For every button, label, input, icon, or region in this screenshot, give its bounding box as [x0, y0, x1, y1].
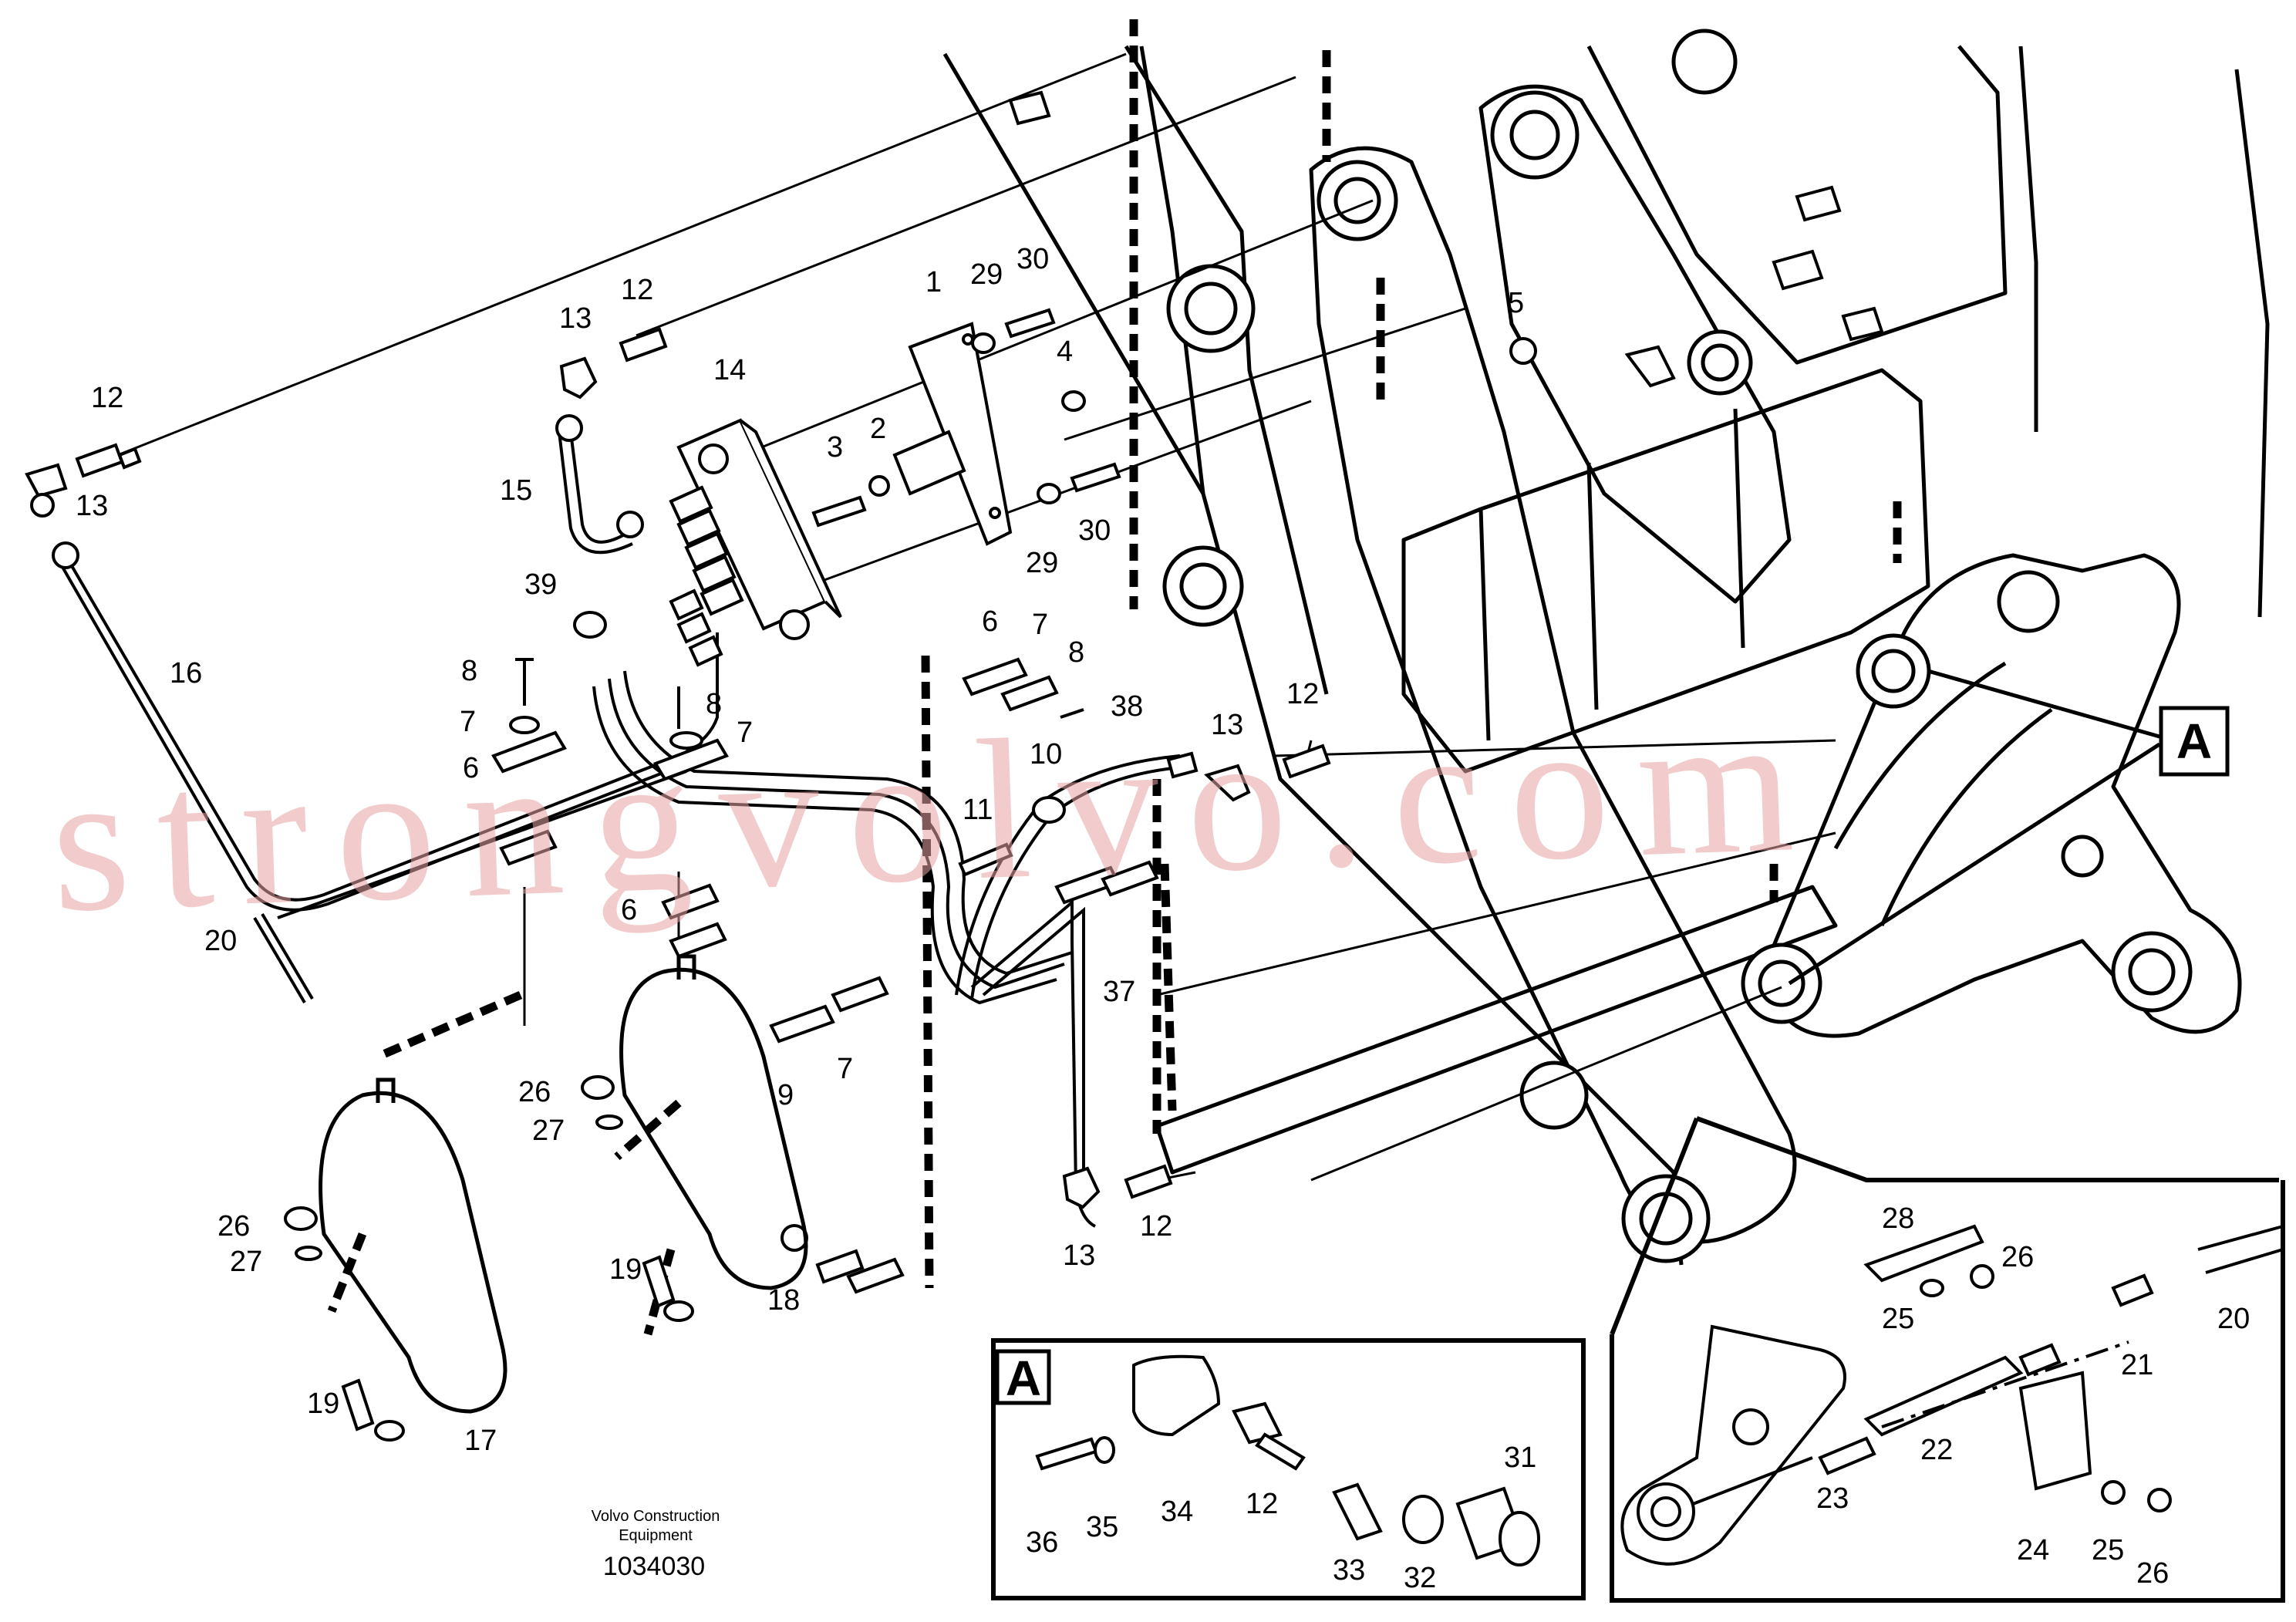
label-13: 13 — [76, 490, 108, 522]
pivot-bosses — [1162, 29, 2193, 1263]
label-36: 36 — [1026, 1526, 1058, 1559]
label-31: 31 — [1504, 1442, 1536, 1474]
loader-frame — [942, 45, 2270, 1266]
label-26: 26 — [2136, 1557, 2169, 1590]
brand-line-2: Equipment — [619, 1527, 693, 1544]
label-27: 27 — [230, 1246, 262, 1278]
label-8: 8 — [461, 655, 477, 687]
label-25: 25 — [2092, 1534, 2124, 1566]
label-4: 4 — [1057, 336, 1073, 368]
watermark-text: strongvolvo.com — [48, 670, 1825, 954]
label-12: 12 — [1140, 1210, 1172, 1243]
label-5: 5 — [1508, 287, 1524, 319]
label-34: 34 — [1161, 1496, 1193, 1528]
label-7: 7 — [837, 1053, 853, 1085]
part-labels: 12 13 12 13 14 15 16 20 39 1 29 30 4 3 2… — [76, 243, 2250, 1594]
label-22: 22 — [1920, 1434, 1953, 1466]
label-6: 6 — [982, 605, 998, 638]
label-20: 20 — [204, 925, 237, 957]
footer-brand: Volvo Construction Equipment 1034030 — [592, 1508, 720, 1581]
label-37: 37 — [1103, 976, 1135, 1008]
hex-slots — [1008, 90, 1884, 388]
callout-A-box — [2159, 706, 2230, 777]
label-26: 26 — [217, 1210, 250, 1243]
label-7: 7 — [1032, 609, 1048, 641]
label-7: 7 — [737, 717, 753, 749]
label-30: 30 — [1078, 514, 1111, 547]
label-23: 23 — [1816, 1482, 1849, 1515]
label-26: 26 — [2001, 1241, 2034, 1273]
label-13: 13 — [1211, 709, 1243, 741]
label-11: 11 — [963, 794, 993, 826]
label-29: 29 — [970, 258, 1003, 291]
label-25: 25 — [1882, 1303, 1914, 1335]
label-32: 32 — [1404, 1562, 1436, 1594]
manifold-block — [669, 418, 842, 667]
label-10: 10 — [1030, 738, 1062, 771]
label-26: 26 — [518, 1076, 551, 1108]
label-12: 12 — [91, 382, 123, 414]
loop-clamps — [319, 954, 808, 1414]
label-13: 13 — [559, 302, 592, 335]
detail-right-leader — [1610, 1116, 2279, 1336]
label-16: 16 — [170, 657, 202, 690]
label-14: 14 — [713, 354, 746, 386]
label-39: 39 — [524, 568, 557, 601]
label-30: 30 — [1017, 243, 1049, 275]
label-1: 1 — [925, 266, 942, 298]
detail-A-letter: A — [1006, 1351, 1041, 1406]
label-3: 3 — [827, 431, 843, 464]
bracket-plate — [892, 322, 1013, 546]
label-28: 28 — [1882, 1202, 1914, 1235]
leader-lines — [88, 52, 1836, 1182]
label-9: 9 — [777, 1079, 794, 1111]
label-20: 20 — [2217, 1303, 2250, 1335]
label-12: 12 — [621, 274, 653, 306]
dashed-routing-lines — [327, 19, 1902, 1336]
label-6: 6 — [621, 894, 637, 926]
label-8: 8 — [706, 688, 722, 720]
label-21: 21 — [2121, 1349, 2153, 1381]
label-24: 24 — [2017, 1534, 2049, 1566]
label-17: 17 — [464, 1425, 497, 1457]
label-19: 19 — [307, 1388, 339, 1420]
callout-A-letter: A — [2176, 713, 2212, 769]
label-2: 2 — [870, 413, 886, 445]
label-13: 13 — [1063, 1239, 1095, 1272]
label-12: 12 — [1246, 1488, 1278, 1520]
detail-panel-right — [1610, 1180, 2285, 1603]
hardware-parts — [25, 308, 1537, 1442]
callout-A-leader — [1788, 669, 2161, 986]
detail-panel-A — [991, 1338, 1586, 1600]
label-8: 8 — [1068, 636, 1084, 669]
label-19: 19 — [609, 1253, 642, 1286]
label-15: 15 — [500, 474, 532, 507]
label-18: 18 — [767, 1284, 800, 1317]
label-35: 35 — [1086, 1511, 1118, 1543]
brand-line-1: Volvo Construction — [592, 1508, 720, 1525]
label-33: 33 — [1333, 1554, 1365, 1587]
label-6: 6 — [463, 752, 479, 784]
label-38: 38 — [1111, 690, 1143, 723]
label-12: 12 — [1286, 678, 1319, 710]
label-7: 7 — [460, 706, 476, 738]
label-29: 29 — [1026, 547, 1058, 579]
label-27: 27 — [532, 1114, 565, 1147]
document-number: 1034030 — [603, 1552, 705, 1581]
